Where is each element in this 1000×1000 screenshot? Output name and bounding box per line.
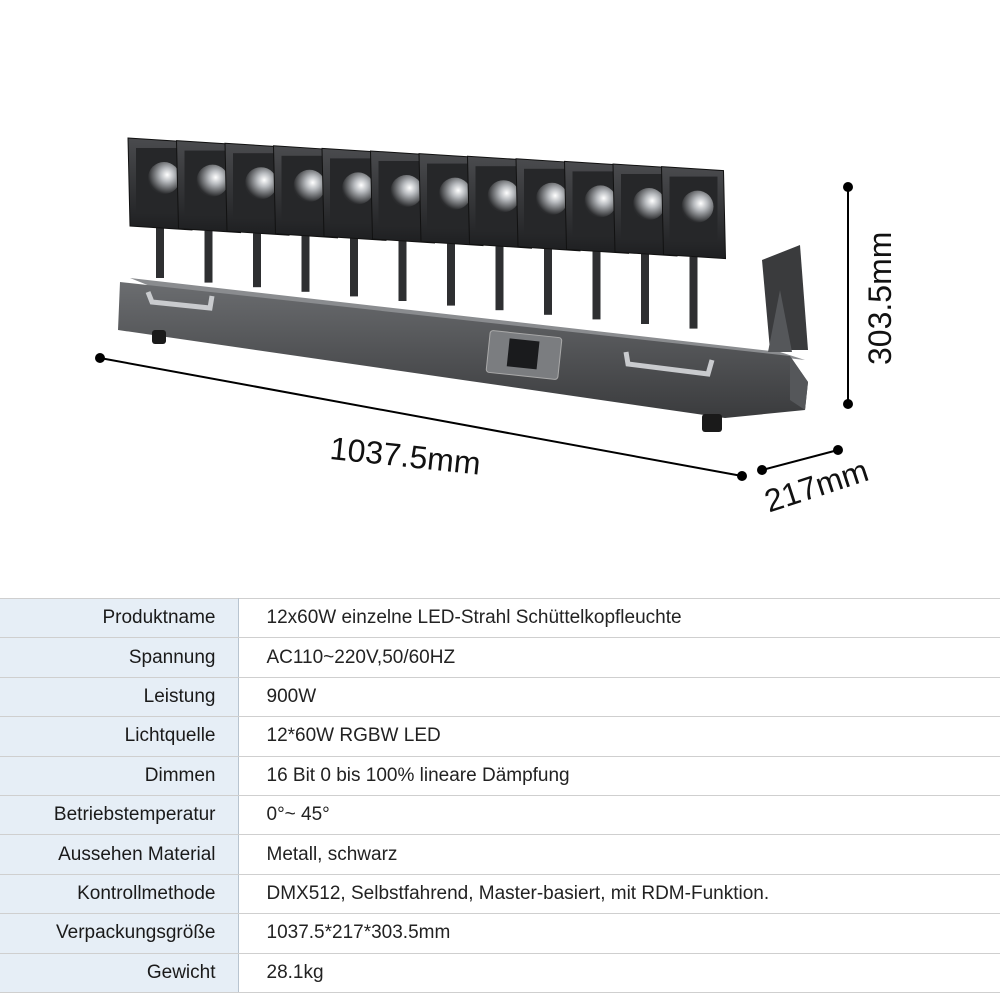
light-head [466, 155, 533, 249]
length-dimension-line [99, 357, 743, 477]
spec-label: Dimmen [0, 755, 239, 796]
spec-label: Produktname [0, 597, 239, 639]
head-lens [536, 182, 568, 215]
spec-label: Gewicht [0, 952, 239, 993]
base-side [790, 356, 808, 410]
mounting-brackets [156, 228, 698, 329]
head-bracket [447, 243, 455, 306]
head-lens [487, 180, 520, 213]
spec-value: 900W [238, 676, 1000, 718]
head-bracket [204, 230, 213, 283]
head-lens [681, 190, 714, 223]
head-bracket [689, 256, 698, 329]
light-head [272, 145, 339, 239]
base-front [118, 282, 808, 418]
length-dim-start [95, 353, 105, 363]
spec-label: Lichtquelle [0, 716, 239, 757]
handle-left [145, 291, 215, 311]
head-bracket [592, 251, 601, 320]
light-head [612, 163, 678, 257]
spec-value: 28.1kg [238, 952, 1000, 993]
head-lens [196, 164, 229, 197]
spec-value: 12x60W einzelne LED-Strahl Schüttelkopfl… [238, 597, 1000, 639]
head-bracket [398, 241, 407, 301]
head-bracket [301, 235, 310, 292]
light-head [321, 147, 387, 241]
spec-label: Aussehen Material [0, 834, 239, 875]
spec-label: Spannung [0, 637, 239, 678]
head-bracket [350, 238, 358, 297]
light-head [369, 150, 436, 244]
head-bracket [253, 233, 261, 288]
light-head [175, 140, 242, 234]
head-lens [633, 188, 665, 220]
product-figure: 1037.5mm 217mm 303.5mm [95, 137, 898, 519]
head-lens [245, 167, 277, 200]
light-head [127, 137, 193, 231]
spec-value: 0°~ 45° [238, 794, 1000, 836]
head-lens [439, 177, 471, 210]
spec-label: Betriebstemperatur [0, 794, 239, 836]
depth-dim-end [833, 445, 843, 455]
light-heads [127, 137, 727, 260]
head-lens [148, 162, 180, 194]
foot-right [702, 414, 722, 432]
light-bar-illustration [95, 137, 853, 481]
depth-dimension-line [761, 449, 839, 471]
head-lens [293, 169, 326, 202]
spec-value: DMX512, Selbstfahrend, Master-basiert, m… [238, 873, 1000, 915]
spec-value: 12*60W RGBW LED [238, 716, 1000, 757]
light-head [660, 166, 727, 260]
light-head [515, 158, 581, 252]
height-dim-end [843, 399, 853, 409]
head-bracket [641, 254, 649, 324]
side-arm-triangle [768, 290, 792, 352]
head-lens [342, 172, 374, 205]
spec-value: AC110~220V,50/60HZ [238, 637, 1000, 678]
spec-label: Leistung [0, 676, 239, 718]
height-dimension-label: 303.5mm [862, 231, 898, 365]
spec-value: 1037.5*217*303.5mm [238, 913, 1000, 954]
height-dim-start [843, 182, 853, 192]
light-head [418, 153, 484, 247]
head-bracket [156, 228, 164, 278]
handle-right [623, 351, 715, 377]
light-head [563, 160, 630, 254]
head-bracket [495, 246, 504, 311]
spec-value: Metall, schwarz [238, 834, 1000, 875]
spec-label: Verpackungsgröße [0, 913, 239, 954]
foot-left [152, 330, 166, 344]
head-lens [390, 175, 423, 207]
display-screen [506, 338, 540, 370]
spec-value: 16 Bit 0 bis 100% lineare Dämpfung [238, 755, 1000, 796]
length-dim-end [737, 471, 747, 481]
spec-label: Kontrollmethode [0, 873, 239, 915]
light-head [224, 142, 290, 236]
head-lens [584, 185, 617, 218]
depth-dim-start [757, 465, 767, 475]
head-bracket [544, 248, 552, 315]
